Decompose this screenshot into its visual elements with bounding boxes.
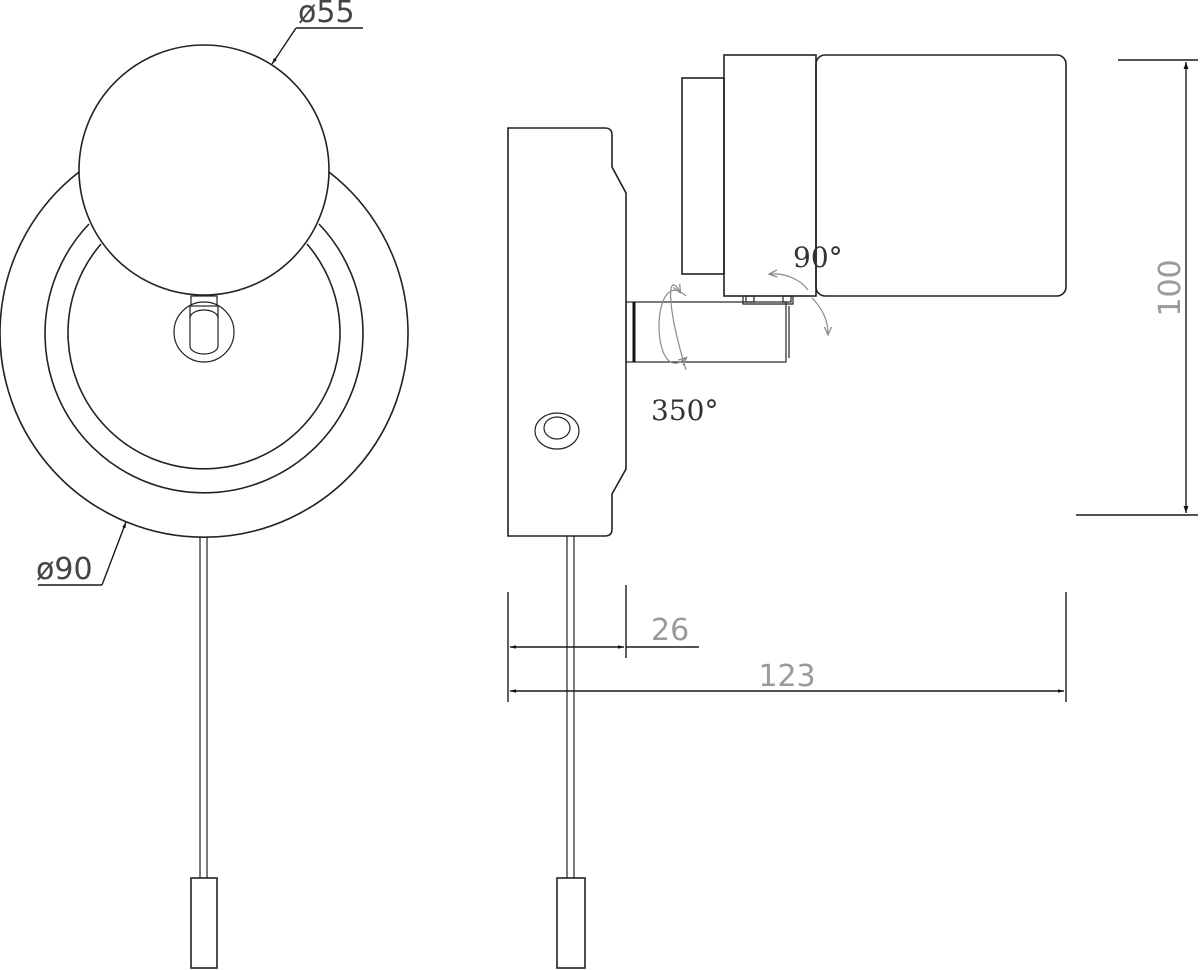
rotation-arrow-350 bbox=[658, 285, 686, 371]
rotation-angle-label: 350° bbox=[651, 394, 718, 427]
arm-cylinder bbox=[625, 301, 790, 363]
side-view: 90° 350° 100 26 123 bbox=[507, 54, 1198, 969]
head-diameter-label: ø55 bbox=[298, 0, 355, 30]
backplate-diameter-label: ø90 bbox=[36, 552, 93, 587]
pull-cord-tassel bbox=[190, 877, 218, 969]
pull-cord-front bbox=[190, 537, 218, 969]
spot-head-side bbox=[681, 54, 1067, 297]
height-label: 100 bbox=[1153, 259, 1188, 316]
pull-cord-tassel bbox=[556, 877, 586, 969]
switch-button bbox=[534, 412, 580, 450]
tilt-arrow-90 bbox=[770, 274, 828, 334]
pull-cord-side bbox=[556, 536, 586, 969]
backplate-inner-ring bbox=[67, 243, 341, 470]
swivel-joint bbox=[173, 295, 235, 363]
height-dimension: 100 bbox=[1076, 59, 1198, 516]
backplate-outer-ring bbox=[0, 171, 409, 539]
head-diameter-dimension: ø55 bbox=[271, 0, 363, 65]
backplate-diameter-dimension: ø90 bbox=[36, 521, 127, 587]
total-depth-label: 123 bbox=[758, 659, 815, 694]
depth-dimensions: 26 123 bbox=[507, 585, 1067, 702]
backplate-middle-ring bbox=[44, 223, 364, 494]
front-view: ø55 ø90 bbox=[0, 0, 409, 969]
backplate-depth-label: 26 bbox=[651, 613, 689, 648]
backplate-side bbox=[507, 127, 627, 537]
tilt-angle-label: 90° bbox=[793, 241, 843, 274]
spot-head-circle bbox=[78, 44, 330, 296]
